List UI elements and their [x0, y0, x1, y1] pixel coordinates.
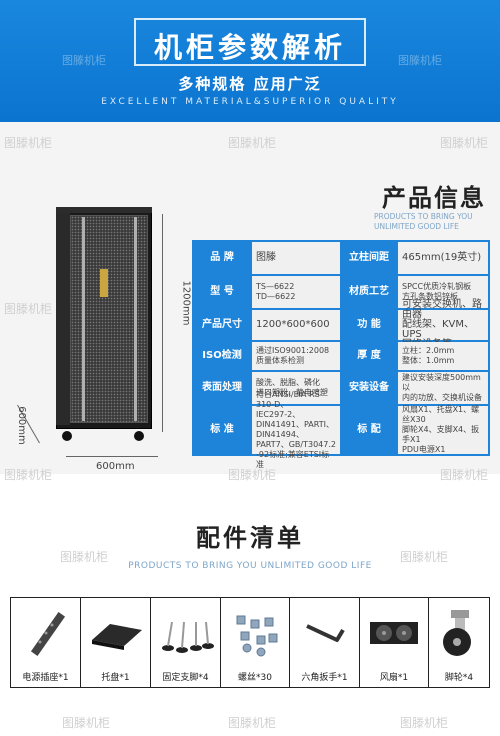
- watermark: 图滕机柜: [400, 550, 449, 564]
- accessory-item: 固定支脚*4: [151, 598, 221, 687]
- watermark: 图滕机柜: [400, 716, 449, 730]
- banner-english-tagline: EXCELLENT MATERIAL&SUPERIOR QUALITY: [101, 97, 399, 107]
- accessory-item: 托盘*1: [81, 598, 151, 687]
- watermark: 图滕机柜: [228, 136, 277, 150]
- cabinet-top: [56, 207, 152, 213]
- spec-label: 材质工艺: [349, 286, 389, 297]
- watermark: 图滕机柜: [398, 54, 442, 67]
- watermark: 图滕机柜: [4, 136, 53, 150]
- banner-title-box: 机柜参数解析: [134, 18, 366, 66]
- spec-label: 功 能: [357, 319, 381, 330]
- header-banner: 图滕机柜 图滕机柜 机柜参数解析 多种规格 应用广泛 EXCELLENT MAT…: [0, 0, 500, 122]
- watermark: 图滕机柜: [228, 716, 277, 730]
- spec-value: 1200*600*600: [252, 310, 340, 340]
- watermark: 图滕机柜: [440, 136, 489, 150]
- screws-icon: [221, 600, 289, 664]
- product-info-english: PRODUCTS TO BRING YOU UNLIMITED GOOD LIF…: [374, 212, 473, 231]
- spec-label: 厚 度: [357, 350, 381, 361]
- banner-subtitle: 多种规格 应用广泛: [178, 75, 322, 93]
- spec-value: 符合ANSI/EIA RS-310-D、 IEC297-2、DIN41491、P…: [252, 390, 340, 469]
- accessory-label: 电源插座*1: [22, 673, 69, 683]
- spec-value: 图滕: [252, 242, 340, 274]
- spec-label: 标 准: [210, 424, 234, 435]
- accessories-title: 配件清单: [196, 524, 304, 552]
- spec-value: 立柱：2.0mm 整体：1.0mm: [398, 342, 488, 370]
- spec-value: 酸洗、脱脂、磷化 进口塑粉、静电喷塑: [252, 372, 340, 404]
- caster-wheel-icon: [429, 600, 489, 664]
- accessory-item: 脚轮*4: [429, 598, 489, 687]
- spec-label: 品 牌: [210, 252, 234, 263]
- caster-wheel-icon: [134, 431, 144, 441]
- banner-title: 机柜参数解析: [153, 31, 346, 64]
- watermark: 图滕机柜: [4, 302, 53, 316]
- width-dimension-label: 600mm: [96, 461, 135, 472]
- spec-value: 可安装交换机、路由器 配线架、KVM、UPS 网络设备等: [398, 300, 488, 350]
- spec-table: 品 牌 图滕立柱间距 465mm(19英寸) 型 号 TS—6622 TD—6622 材质…: [192, 240, 490, 469]
- cabinet-rail: [134, 217, 137, 421]
- watermark: 图滕机柜: [62, 716, 111, 730]
- spec-value: 通过ISO9001:2008 质量体系检测: [252, 342, 340, 370]
- spec-value: TS—6622 TD—6622: [252, 276, 340, 308]
- cabinet-logo: [100, 269, 108, 297]
- hex-wrench-icon: [290, 600, 359, 664]
- cabinet-rail: [82, 217, 85, 421]
- accessory-label: 脚轮*4: [444, 673, 474, 683]
- spec-value: 465mm(19英寸): [398, 242, 488, 274]
- accessory-label: 螺丝*30: [238, 673, 272, 683]
- accessory-label: 风扇*1: [379, 673, 409, 683]
- cabinet-side-panel: [56, 213, 70, 425]
- fan-icon: [360, 600, 428, 664]
- accessory-label: 固定支脚*4: [162, 673, 209, 683]
- watermark: 图滕机柜: [62, 54, 106, 67]
- spec-value: SPCC优质冷轧钢板 方孔条数铝锌板: [398, 276, 488, 308]
- watermark: 图滕机柜: [4, 468, 53, 482]
- accessory-label: 托盘*1: [101, 673, 130, 683]
- accessory-label: 六角扳手*1: [301, 673, 348, 683]
- watermark: 图滕机柜: [228, 468, 277, 482]
- spec-label: 型 号: [210, 286, 234, 297]
- accessories-english: PRODUCTS TO BRING YOU UNLIMITED GOOD LIF…: [128, 561, 372, 571]
- accessory-item: 风扇*1: [360, 598, 429, 687]
- accessory-item: 螺丝*30: [221, 598, 290, 687]
- spec-label: 表面处理: [202, 382, 242, 393]
- spec-value: 风扇X1、托盘X1、螺丝X30 脚轮X4、支脚X4、扳手X1 PDU电源X1: [398, 405, 488, 454]
- spec-label: ISO检测: [202, 350, 242, 361]
- height-dimension-line: [162, 214, 163, 432]
- watermark: 图滕机柜: [440, 468, 489, 482]
- tray-icon: [81, 600, 150, 664]
- height-dimension-label: 1200mm: [180, 280, 192, 326]
- spec-label: 立柱间距: [349, 252, 389, 263]
- caster-wheel-icon: [62, 431, 72, 441]
- spec-label: 标 配: [357, 424, 381, 435]
- spec-label: 安装设备: [349, 382, 389, 393]
- leveling-feet-icon: [151, 600, 220, 664]
- spec-label: 产品尺寸: [202, 319, 242, 330]
- cabinet-image: [52, 207, 156, 441]
- spec-value: 建议安装深度500mm以 内的功放、交换机设备: [398, 372, 488, 404]
- watermark: 图滕机柜: [60, 550, 109, 564]
- width-dimension-line: [66, 456, 158, 457]
- accessories-list: 电源插座*1 托盘*1 固定支脚*4: [10, 597, 490, 688]
- depth-dimension-label: 600mm: [15, 406, 27, 445]
- accessory-item: 电源插座*1: [11, 598, 81, 687]
- power-strip-icon: [11, 600, 80, 664]
- accessory-item: 六角扳手*1: [290, 598, 360, 687]
- product-info-title: 产品信息: [382, 184, 486, 212]
